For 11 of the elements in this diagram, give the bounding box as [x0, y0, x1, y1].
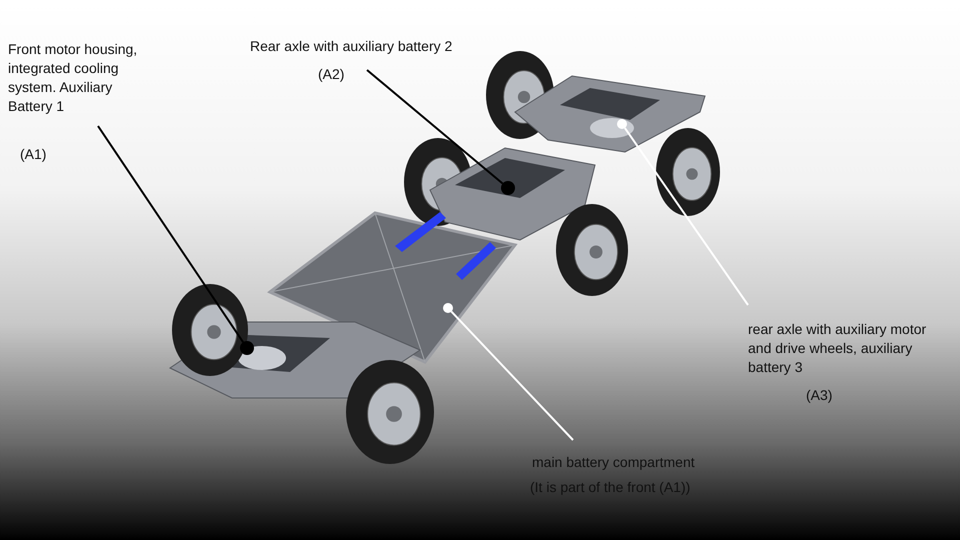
callout-code: (A2) [318, 65, 344, 84]
leader-line [366, 69, 504, 184]
leader-line [97, 125, 244, 343]
leader-line [624, 128, 749, 306]
callout-text: main battery compartment [532, 453, 695, 472]
callout-code: (A1) [20, 145, 46, 164]
callout-text: rear axle with auxiliary motor and drive wheels, auxiliary battery 3 [748, 320, 928, 377]
leader-line [450, 310, 574, 441]
callout-text: Front motor housing, integrated cooling system. Auxiliary Battery 1 [8, 40, 138, 116]
callout-text: Rear axle with auxiliary battery 2 [250, 37, 452, 56]
callout-code: (A3) [806, 386, 832, 405]
